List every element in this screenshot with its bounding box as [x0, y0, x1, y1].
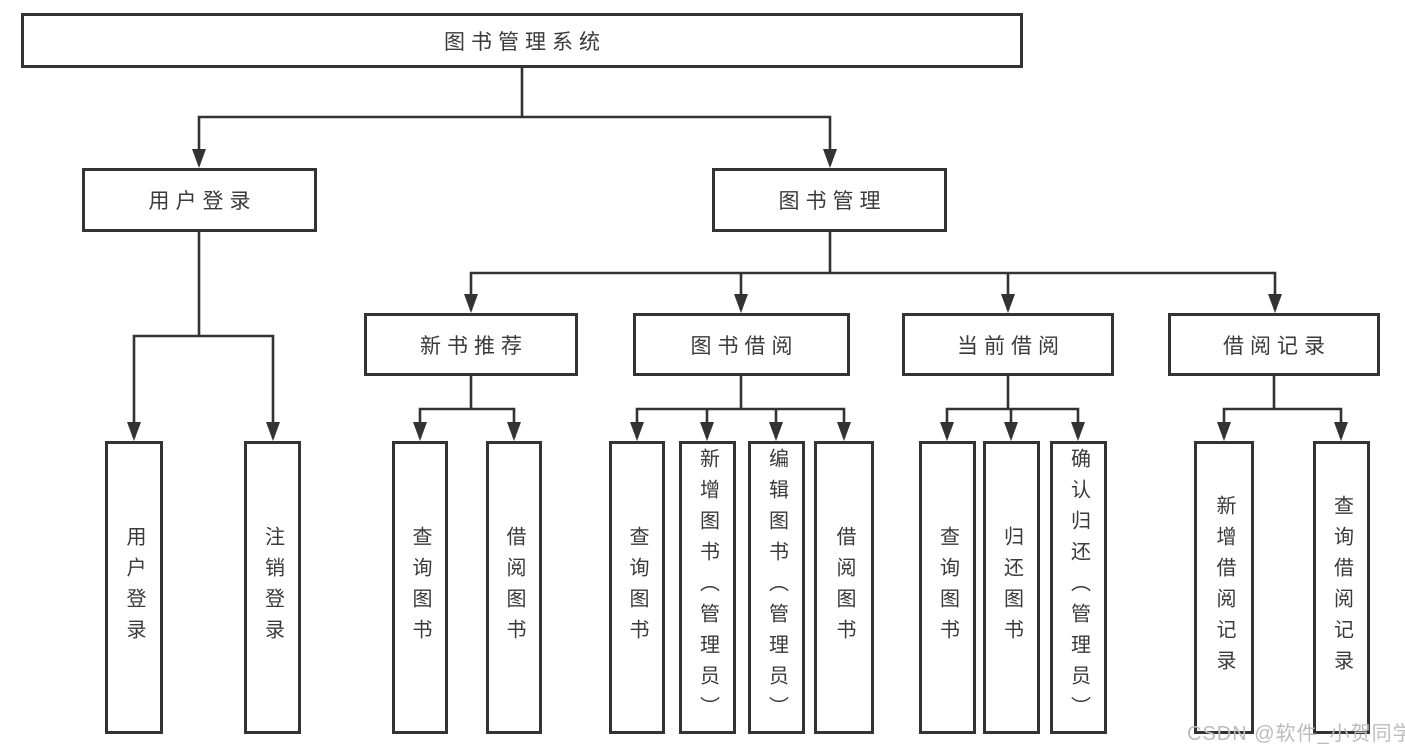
node-label: 借阅记录 — [1223, 334, 1331, 358]
node-borrow-records: 借阅记录 — [1168, 313, 1380, 376]
leaf-borrow-books-recommend: 借阅图书 — [486, 441, 542, 734]
node-label: 用户登录 — [123, 525, 145, 650]
node-label: 当前借阅 — [957, 334, 1065, 358]
node-library-management-system: 图书管理系统 — [21, 13, 1023, 68]
csdn-watermark: CSDN @软件_小贺同学 — [1187, 723, 1405, 745]
node-label: 图书借阅 — [690, 334, 799, 358]
leaf-edit-books-admin: 编辑图书（管理员） — [748, 441, 805, 734]
node-current-borrow: 当前借阅 — [902, 313, 1114, 376]
leaf-add-books-admin: 新增图书（管理员） — [679, 441, 736, 734]
leaf-query-books-recommend: 查询图书 — [392, 441, 448, 734]
node-new-book-recommend: 新书推荐 — [364, 313, 578, 376]
leaf-confirm-return-admin: 确认归还（管理员） — [1050, 441, 1107, 734]
node-book-management: 图书管理 — [712, 168, 947, 232]
leaf-borrow-books: 借阅图书 — [814, 441, 874, 734]
node-user-login: 用户登录 — [82, 168, 317, 232]
node-label: 查询图书 — [409, 525, 431, 650]
node-label: 归还图书 — [1000, 525, 1023, 650]
node-label: 确认归还（管理员） — [1067, 448, 1090, 727]
leaf-return-books: 归还图书 — [983, 441, 1040, 734]
node-label: 图书管理 — [778, 190, 887, 213]
node-label: 新增图书（管理员） — [696, 448, 719, 727]
leaf-query-books-current: 查询图书 — [919, 441, 976, 734]
node-label: 借阅图书 — [503, 525, 525, 650]
leaf-query-borrow-record: 查询借阅记录 — [1313, 441, 1370, 734]
leaf-user-login: 用户登录 — [105, 441, 163, 734]
leaf-query-books-borrow: 查询图书 — [609, 441, 665, 734]
node-label: 图书管理系统 — [444, 30, 606, 54]
leaf-add-borrow-record: 新增借阅记录 — [1194, 441, 1254, 734]
node-label: 注销登录 — [261, 525, 284, 650]
node-book-borrow: 图书借阅 — [633, 313, 850, 376]
node-label: 查询借阅记录 — [1330, 494, 1353, 681]
leaf-logout-login: 注销登录 — [244, 441, 301, 734]
node-label: 查询图书 — [626, 525, 648, 650]
node-label: 新增借阅记录 — [1213, 494, 1235, 681]
node-label: 用户登录 — [148, 190, 257, 213]
node-label: 查询图书 — [936, 525, 959, 650]
arrowhead-icons — [127, 149, 1348, 441]
node-label: 借阅图书 — [833, 525, 855, 650]
node-label: 新书推荐 — [420, 334, 528, 358]
node-label: 编辑图书（管理员） — [765, 448, 788, 727]
